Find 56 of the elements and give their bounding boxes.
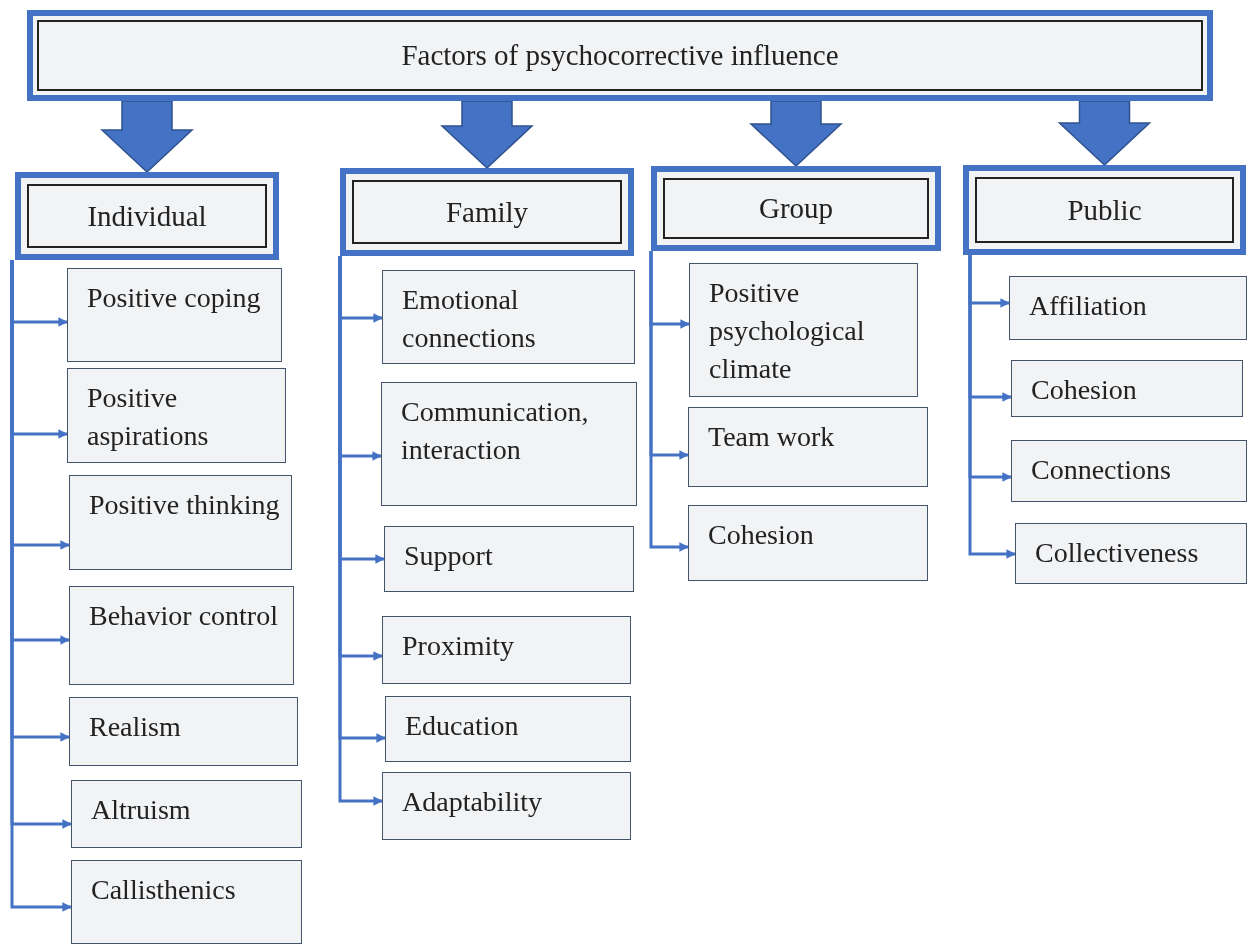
node-text: Support xyxy=(404,540,493,571)
title-box xyxy=(27,10,1213,101)
factor-box xyxy=(1009,276,1247,340)
node-text: Altruism xyxy=(91,794,191,825)
node-text: Positive thinking xyxy=(89,489,280,520)
block-arrow xyxy=(440,100,534,170)
node-text: Education xyxy=(405,710,519,741)
factor-box xyxy=(382,616,631,684)
node-text: Callisthenics xyxy=(91,874,236,905)
block-arrow xyxy=(749,100,843,168)
factor-box xyxy=(69,475,292,570)
category-box xyxy=(651,166,941,251)
node-text: Public xyxy=(1067,193,1142,227)
node-text: Family xyxy=(445,195,529,229)
factor-box xyxy=(385,696,631,762)
factor-box xyxy=(71,780,302,848)
node-text: Proximity xyxy=(402,630,514,661)
factor-box xyxy=(1011,360,1243,417)
arrow xyxy=(968,255,1016,559)
node-text: Emotional connections xyxy=(402,284,536,353)
node-text: Affiliation xyxy=(1029,290,1147,321)
node-text: Behavior control xyxy=(89,600,278,631)
factor-box xyxy=(1011,440,1247,502)
factor-box xyxy=(381,382,637,506)
node-text: Positive psychological climate xyxy=(709,277,865,384)
category-box xyxy=(963,165,1246,255)
node-text: Group xyxy=(758,192,834,225)
node-text: Realism xyxy=(89,711,181,742)
factor-box xyxy=(1015,523,1247,584)
node-text: Factors of psychocorrective influence xyxy=(401,39,839,72)
factor-box xyxy=(688,407,928,487)
category-box xyxy=(340,168,634,256)
node-text: Individual xyxy=(87,199,207,233)
block-arrow xyxy=(1057,100,1152,167)
node-text: Cohesion xyxy=(1031,374,1137,405)
factor-box xyxy=(67,368,286,463)
factor-box xyxy=(382,270,635,364)
factor-box xyxy=(71,860,302,944)
factor-box xyxy=(67,268,282,362)
factor-box xyxy=(688,505,928,581)
factor-box xyxy=(69,697,298,766)
node-text: Collectiveness xyxy=(1035,537,1199,568)
factor-box xyxy=(382,772,631,840)
category-box xyxy=(15,172,279,260)
block-arrow xyxy=(100,100,194,174)
node-text: Connections xyxy=(1031,454,1171,485)
node-text: Adaptability xyxy=(402,786,542,817)
node-text: Positive aspirations xyxy=(87,382,209,451)
node-text: Communication, interaction xyxy=(401,396,589,465)
factor-box xyxy=(384,526,634,592)
factor-box xyxy=(69,586,294,685)
node-text: Cohesion xyxy=(708,519,814,550)
arrow xyxy=(649,251,689,552)
factor-box xyxy=(689,263,918,397)
node-text: Team work xyxy=(708,421,835,452)
node-text: Positive coping xyxy=(87,282,261,313)
